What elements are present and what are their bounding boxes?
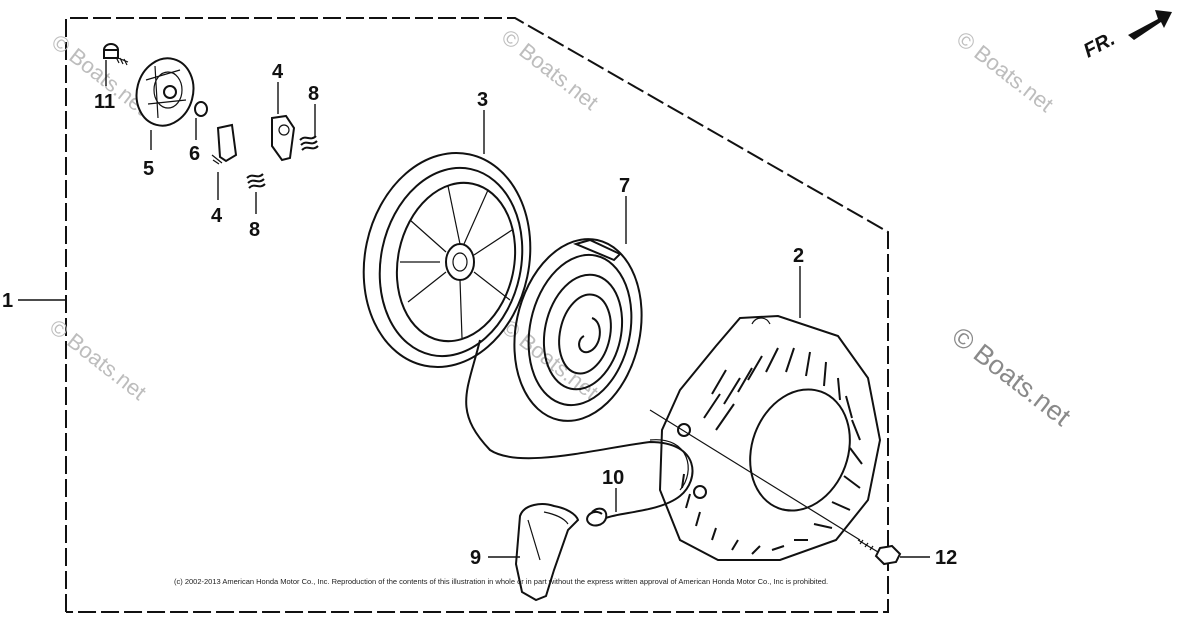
- part-spring-8-upper: [299, 135, 319, 151]
- front-direction-indicator: FR.: [1080, 10, 1172, 62]
- watermark: © Boats.net: [497, 314, 603, 405]
- part-spiral-spring-7: [513, 238, 643, 422]
- part-clip-6: [194, 101, 208, 117]
- callout-6: 6: [189, 143, 200, 165]
- callout-5: 5: [143, 158, 154, 180]
- callout-12: 12: [935, 547, 957, 569]
- callout-1: 1: [2, 290, 13, 312]
- callout-4-lower: 4: [211, 205, 223, 227]
- watermark: © Boats.net: [952, 26, 1058, 117]
- callout-8-upper: 8: [308, 83, 319, 105]
- callout-10: 10: [602, 467, 624, 489]
- callout-7: 7: [619, 175, 630, 197]
- part-handle-9: [514, 503, 580, 602]
- callout-2: 2: [793, 245, 804, 267]
- part-starter-case-2: [658, 314, 882, 561]
- copyright-notice: (c) 2002-2013 American Honda Motor Co., …: [174, 577, 828, 586]
- part-callouts: 1 11 5 6 4 8 4 8 3 7 2 10 9 12: [2, 61, 957, 569]
- direction-arrow-icon: [1128, 10, 1172, 40]
- callout-11: 11: [94, 91, 115, 113]
- starter-rope: [465, 339, 694, 519]
- part-pawl-4-lower: [211, 123, 238, 165]
- part-pawl-4-upper: [271, 114, 296, 162]
- part-flange-bolt-12: [857, 539, 902, 566]
- watermark-main: © Boats.net: [946, 321, 1076, 432]
- callout-3: 3: [477, 89, 488, 111]
- watermarks: © Boats.net © Boats.net © Boats.net © Bo…: [45, 24, 1077, 432]
- callout-9: 9: [470, 547, 481, 569]
- part-rope-knot-10: [586, 507, 608, 527]
- front-label: FR.: [1080, 28, 1119, 63]
- part-reel-3: [362, 151, 532, 369]
- leader-lines: [105, 60, 930, 558]
- part-ratchet-5: [135, 57, 195, 127]
- part-spring-8-lower: [246, 173, 266, 189]
- assembly-outline: [18, 17, 889, 613]
- watermark: © Boats.net: [45, 314, 151, 405]
- case-ribs: [681, 347, 863, 555]
- callout-4-upper: 4: [272, 61, 284, 83]
- part-bolt-11: [103, 43, 129, 66]
- callout-8-lower: 8: [249, 219, 260, 241]
